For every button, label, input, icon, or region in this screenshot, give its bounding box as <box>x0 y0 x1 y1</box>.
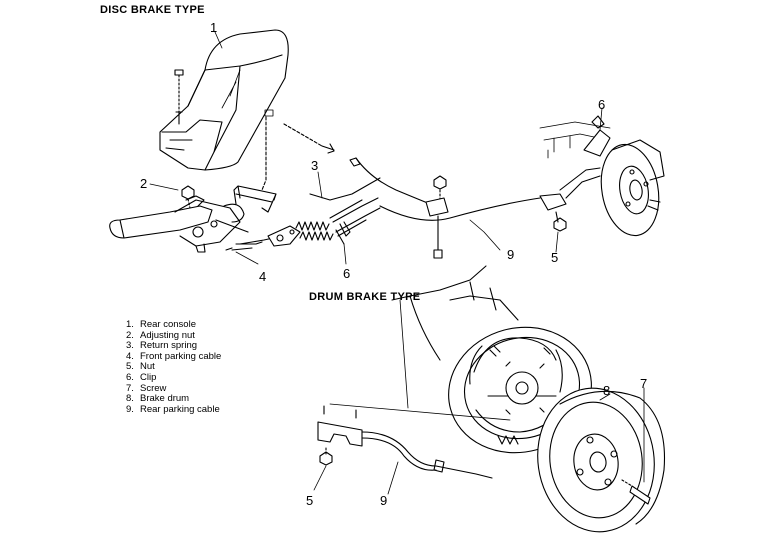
callout-rear-console: 1 <box>210 20 218 35</box>
disc-brake-heading: DISC BRAKE TYPE <box>100 4 205 16</box>
cable-equalizer <box>268 226 300 246</box>
legend-item: 8.Brake drum <box>126 393 190 405</box>
callout-return-spring: 3 <box>311 158 319 173</box>
legend-item: 5.Nut <box>126 361 155 373</box>
mount-bolt <box>426 176 448 258</box>
legend-item: 2.Adjusting nut <box>126 329 195 341</box>
callout-front-parking-cable: 4 <box>259 269 267 284</box>
parking-brake-lever <box>110 196 240 252</box>
brake-drum <box>529 381 665 535</box>
callout-nut: 5 <box>551 250 559 265</box>
legend-item: 1.Rear console <box>126 319 196 330</box>
drum-cable-bracket <box>318 406 362 465</box>
leader-line <box>262 117 266 190</box>
brake-disc <box>540 116 666 240</box>
callout-rear-parking-cable: 9 <box>507 247 515 262</box>
callout-adjusting-nut: 2 <box>140 176 148 191</box>
callout-clip: 6 <box>598 97 606 112</box>
legend-item: 3.Return spring <box>126 340 198 352</box>
chassis-line <box>330 300 510 420</box>
callout-rear-parking-cable: 9 <box>380 493 388 508</box>
rear-console <box>160 30 288 170</box>
cable-sheath <box>310 158 440 236</box>
callout-screw: 7 <box>640 376 648 391</box>
legend-item: 7.Screw <box>126 382 167 394</box>
callout-brake-drum: 8 <box>603 383 611 398</box>
drum-screw <box>622 480 650 504</box>
adjusting-nut <box>182 186 194 208</box>
parts-legend: 1.Rear console 2.Adjusting nut 3.Return … <box>126 319 222 415</box>
lever-bracket <box>216 186 276 250</box>
return-spring <box>296 222 333 240</box>
callout-leaders <box>150 32 644 494</box>
legend-item: 9.Rear parking cable <box>126 403 220 415</box>
legend-item: 4.Front parking cable <box>126 350 222 362</box>
legend-item: 6.Clip <box>126 371 157 383</box>
callout-nut: 5 <box>306 493 314 508</box>
drum-rear-parking-cable <box>362 432 492 478</box>
cable-clip <box>336 222 350 244</box>
console-screw <box>175 70 183 124</box>
console-screw <box>284 124 334 153</box>
callout-clip: 6 <box>343 266 351 281</box>
rear-parking-cable <box>380 168 600 231</box>
